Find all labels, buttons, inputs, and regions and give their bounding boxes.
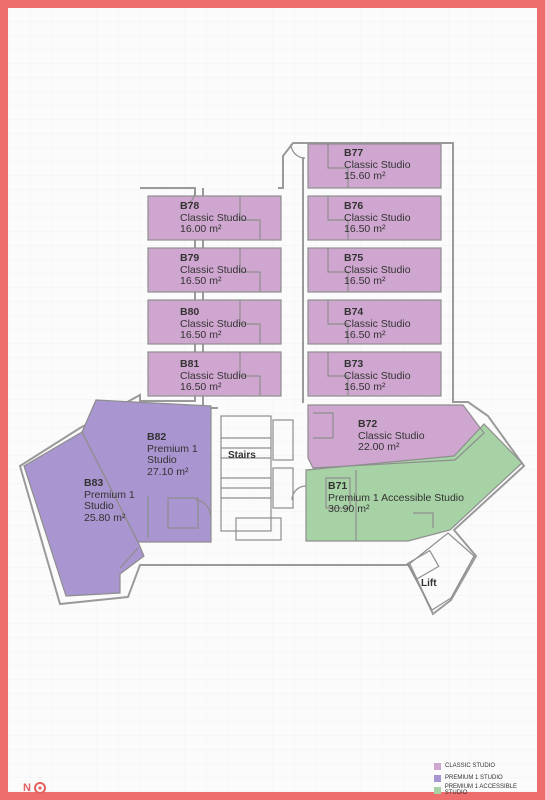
- north-compass: N: [23, 781, 47, 795]
- stairs-label: Stairs: [228, 450, 256, 461]
- legend: CLASSIC STUDIO PREMIUM 1 STUDIO PREMIUM …: [434, 760, 537, 796]
- room-b81: [148, 352, 281, 396]
- room-b82: [82, 400, 211, 542]
- legend-label: PREMIUM 1 ACCESSIBLE STUDIO: [444, 784, 518, 796]
- room-b74: [308, 300, 441, 344]
- legend-item-accessible: PREMIUM 1 ACCESSIBLE STUDIO: [434, 784, 537, 796]
- room-b83: [24, 432, 144, 596]
- room-b71: [306, 424, 522, 541]
- legend-label: CLASSIC STUDIO: [445, 763, 496, 769]
- room-b76: [308, 196, 441, 240]
- legend-item-classic: CLASSIC STUDIO: [434, 760, 537, 772]
- north-letter: N: [23, 782, 31, 794]
- legend-swatch: [434, 774, 441, 782]
- legend-label: PREMIUM 1 STUDIO: [445, 775, 503, 781]
- room-b79: [148, 248, 281, 292]
- legend-swatch: [434, 762, 441, 770]
- room-b80: [148, 300, 281, 344]
- room-b73: [308, 352, 441, 396]
- room-b77: [308, 144, 441, 188]
- room-b78: [148, 196, 281, 240]
- legend-swatch: [434, 786, 441, 794]
- rooms-left-column: [148, 196, 281, 396]
- wall-lines: [23, 143, 523, 611]
- compass-icon: [33, 782, 46, 794]
- lift-label: Lift: [421, 578, 437, 589]
- room-b75: [308, 248, 441, 292]
- rooms-right-column: [308, 144, 484, 468]
- legend-item-premium: PREMIUM 1 STUDIO: [434, 772, 537, 784]
- room-b72: [308, 405, 484, 468]
- floor-plan: [18, 142, 526, 616]
